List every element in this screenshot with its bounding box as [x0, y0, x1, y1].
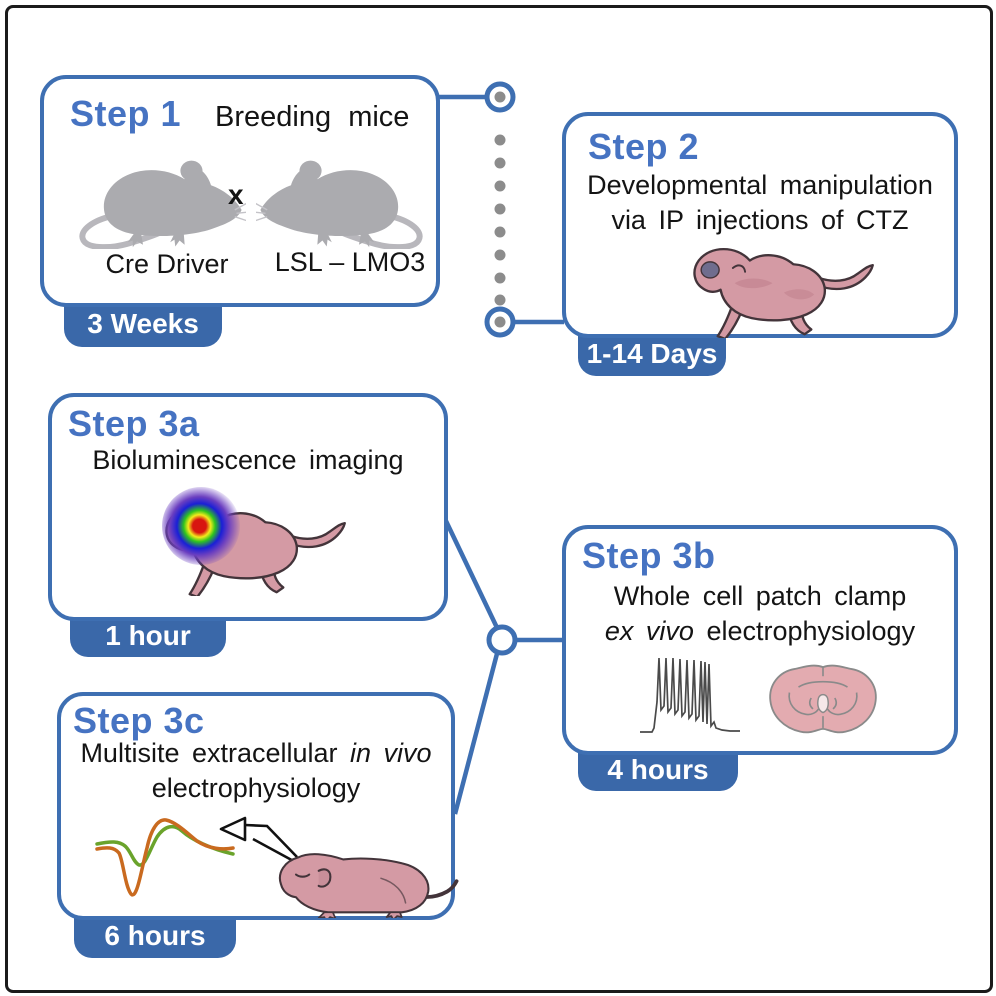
step3b-card: Step 3b Whole cell patch clamp ex vivo e… [562, 525, 958, 755]
brain-slice-icon [769, 664, 877, 734]
step2-title: Step 2 [588, 126, 700, 167]
figure-border [5, 5, 993, 993]
step1-heading: Breeding mice [215, 101, 410, 133]
step3a-card: Step 3a Bioluminescence imaging [48, 393, 448, 621]
step3c-card: Step 3c Multisite extracellular in vivo … [57, 692, 459, 920]
branch-node-circle [486, 624, 518, 656]
step3b-line1: Whole cell patch clamp [613, 581, 907, 611]
step2-line1: Developmental manipulation [587, 170, 933, 200]
mouse-pup-lying-icon [278, 853, 459, 918]
mouse-silhouette-left-icon [79, 160, 246, 249]
step2-card: Step 2 Developmental manipulation via IP… [562, 112, 958, 338]
step3a-title: Step 3a [68, 403, 200, 444]
breeding-cross-symbol: x [228, 179, 244, 210]
step3c-line1: Multisite extracellular in vivo [80, 738, 432, 768]
step3a-line1: Bioluminescence imaging [92, 445, 404, 475]
mouse-left-label: Cre Driver [105, 249, 229, 279]
step2-line2: via IP injections of CTZ [611, 205, 909, 235]
mouse-pup-icon [693, 248, 874, 338]
spike-train-icon [640, 657, 740, 733]
step3b-title: Step 3b [582, 535, 716, 576]
step1-card: Step 1 Breeding mice x [40, 75, 440, 307]
step1-title: Step 1 [70, 93, 182, 134]
bioluminescence-glow-icon [162, 487, 240, 565]
step3c-line2: electrophysiology [151, 773, 361, 803]
mouse-right-label: LSL – LMO3 [274, 247, 426, 277]
dotted-connector [484, 81, 516, 338]
mouse-silhouette-right-icon [256, 147, 428, 249]
step3c-title: Step 3c [73, 700, 205, 741]
waveform-traces-icon [95, 818, 235, 897]
step3b-line2: ex vivo electrophysiology [604, 616, 916, 646]
